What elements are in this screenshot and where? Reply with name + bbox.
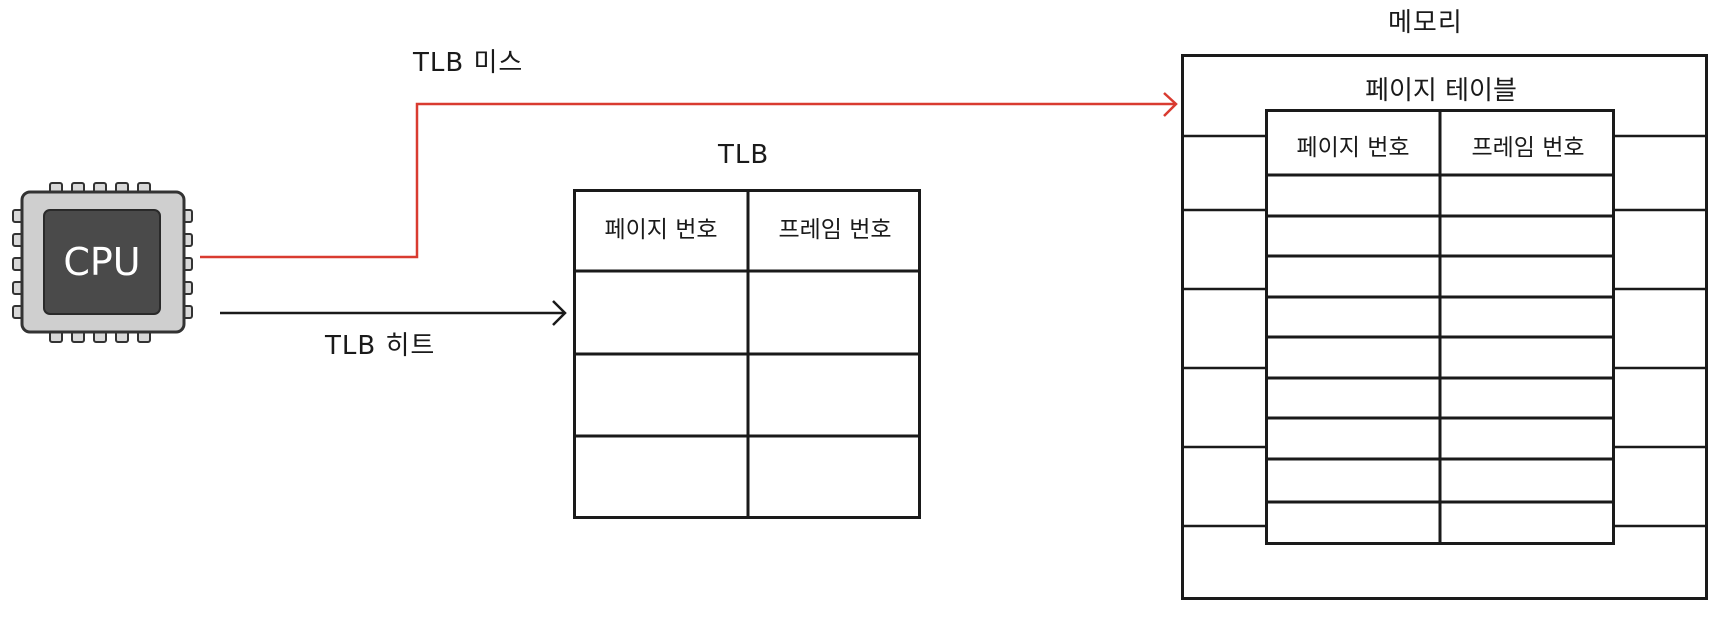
cpu-chip: CPU	[10, 180, 200, 345]
tlb-header-page-number: 페이지 번호	[604, 217, 718, 243]
tlb-hit-arrowhead	[552, 300, 567, 326]
page-table-header-page-number: 페이지 번호	[1296, 135, 1410, 161]
tlb-header-frame-number: 프레임 번호	[778, 217, 892, 243]
page-table	[1265, 109, 1615, 545]
tlb-miss-arrowhead	[1163, 92, 1178, 117]
cpu-chip-icon	[12, 182, 193, 343]
tlb-table	[573, 189, 921, 519]
memory-title: 메모리	[1388, 8, 1463, 38]
tlb-title: TLB	[718, 140, 770, 170]
tlb-miss-arrow	[200, 102, 1176, 259]
cpu-label: CPU	[63, 240, 141, 284]
tlb-hit-label: TLB 히트	[325, 331, 436, 361]
page-table-header-frame-number: 프레임 번호	[1471, 135, 1585, 161]
page-table-title: 페이지 테이블	[1365, 76, 1517, 106]
tlb-miss-label: TLB 미스	[413, 48, 524, 78]
